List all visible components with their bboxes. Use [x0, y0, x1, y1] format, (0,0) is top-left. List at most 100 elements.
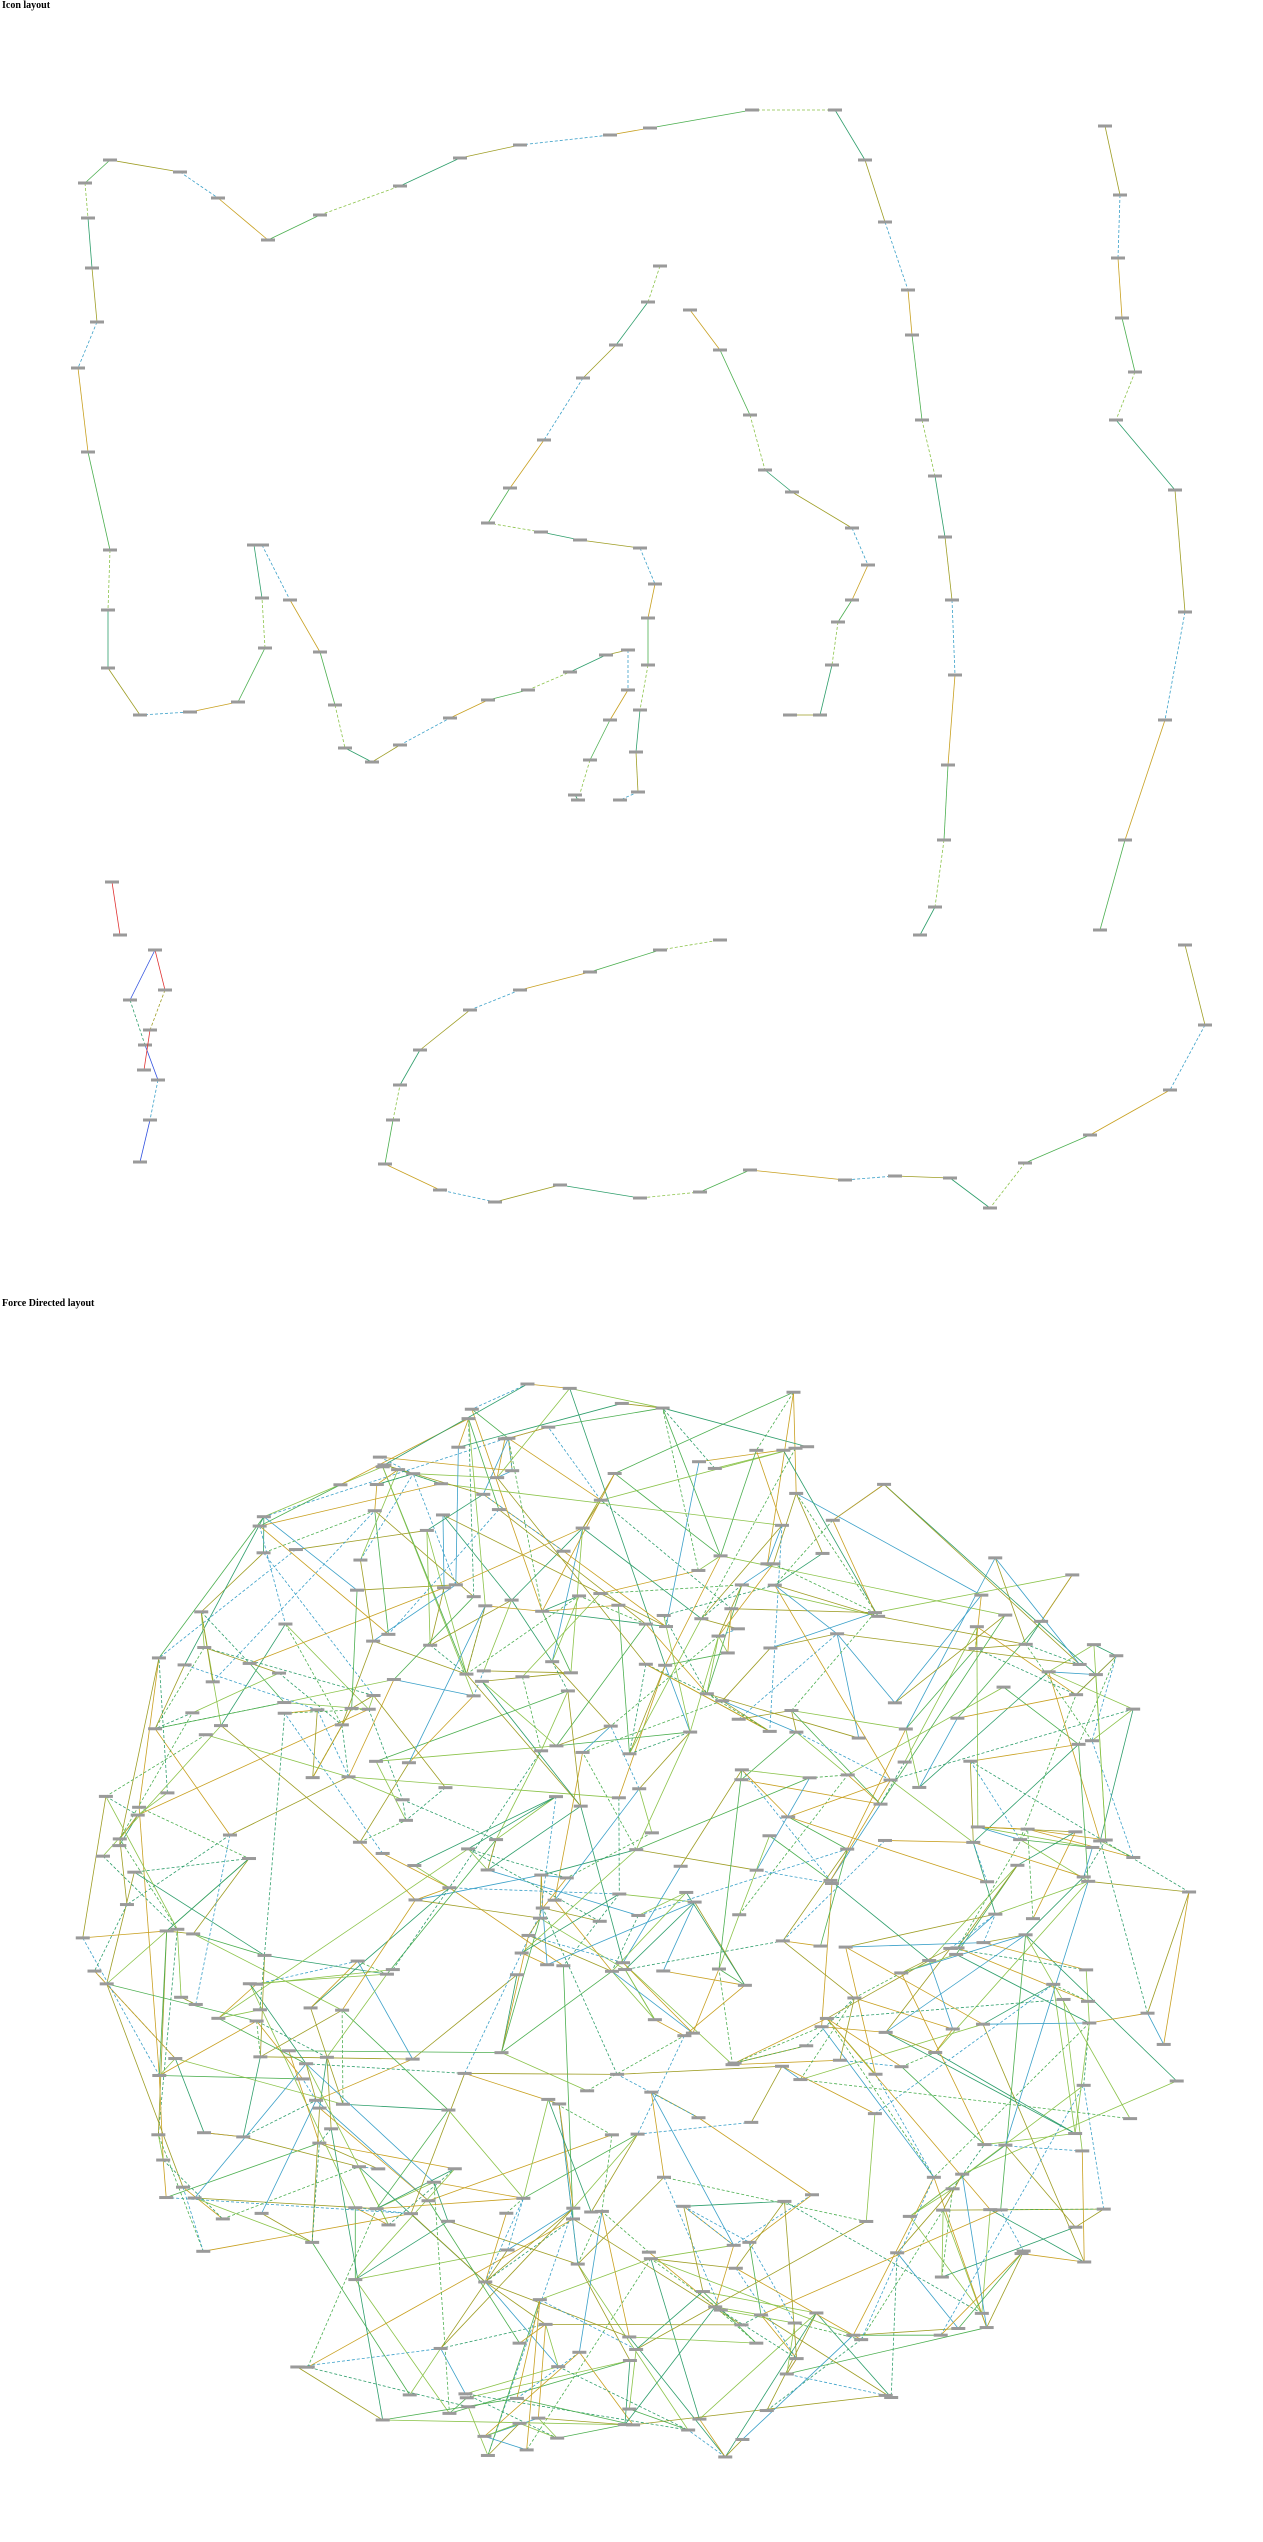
graph-edge	[166, 1858, 250, 1932]
graph-node	[1128, 370, 1142, 374]
graph-edge	[569, 1387, 663, 1409]
graph-node	[695, 2290, 710, 2294]
graph-node	[749, 1448, 764, 1452]
graph-edge	[989, 1162, 1026, 1209]
graph-edge	[143, 1029, 151, 1071]
graph-edge	[826, 2018, 935, 2178]
graph-edge	[106, 1872, 135, 1984]
graph-edge	[547, 2099, 592, 2213]
graph-edge	[983, 1934, 1026, 1943]
graph-node	[214, 1724, 229, 1728]
graph-node	[915, 418, 929, 422]
graph-node	[838, 1945, 853, 1949]
graph-node	[572, 2350, 587, 2354]
graph-node	[252, 2008, 267, 2012]
graph-node	[159, 2196, 174, 2200]
graph-edge	[805, 1997, 855, 2047]
graph-node	[133, 1160, 147, 1164]
graph-node	[933, 2333, 948, 2337]
graph-node	[592, 1919, 607, 1923]
graph-edge	[577, 2211, 603, 2265]
graph-edge	[539, 2299, 637, 2350]
graph-edge	[689, 1635, 719, 1733]
graph-edge	[284, 1713, 384, 1854]
graph-edge	[467, 1848, 567, 1879]
graph-node	[571, 798, 585, 802]
graph-edge	[896, 2188, 953, 2254]
graph-node	[395, 1798, 410, 1802]
graph-edge	[611, 1892, 687, 1972]
graph-edge	[384, 1163, 441, 1191]
graph-edge	[734, 2026, 822, 2064]
graph-node	[713, 938, 727, 942]
graph-edge	[556, 1623, 647, 1747]
graph-node	[437, 1586, 452, 1590]
graph-node	[937, 838, 951, 842]
graph-edge	[619, 1893, 695, 1903]
graph-node	[888, 1174, 902, 1178]
graph-edge	[157, 2134, 164, 2161]
graph-edge	[665, 1652, 728, 1666]
graph-edge	[718, 1914, 740, 1970]
graph-edge	[484, 2213, 507, 2283]
graph-edge	[582, 1725, 612, 1753]
graph-edge	[154, 1712, 193, 1730]
graph-edge	[253, 544, 263, 599]
graph-edge	[487, 2299, 541, 2456]
graph-edge	[471, 1383, 528, 1410]
graph-edge	[408, 1605, 486, 1763]
graph-edge	[111, 881, 121, 936]
graph-node	[1068, 1830, 1083, 1834]
graph-edge	[414, 1796, 557, 1866]
graph-edge	[556, 1731, 691, 1747]
graph-edge	[1089, 2012, 1148, 2024]
graph-edge	[832, 1484, 885, 1521]
graph-node	[905, 333, 919, 337]
graph-node	[758, 468, 772, 472]
graph-edge	[636, 1849, 757, 1871]
graph-node	[1010, 1863, 1025, 1867]
graph-node	[658, 1663, 673, 1667]
graph-node	[254, 2211, 269, 2215]
graph-node	[71, 366, 85, 370]
graph-edge	[341, 1899, 416, 2011]
graph-node	[1081, 1879, 1096, 1883]
graph-edge	[755, 1392, 794, 1451]
graph-node	[283, 598, 297, 602]
graph-node	[348, 2206, 363, 2210]
graph-node	[435, 1513, 450, 1517]
graph-edge	[519, 971, 591, 991]
graph-node	[1109, 418, 1123, 422]
graph-edge	[760, 2209, 1001, 2316]
graph-node	[242, 1982, 257, 1986]
graph-node	[461, 2405, 476, 2409]
graph-edge	[263, 1466, 383, 1518]
graph-edge	[466, 1673, 582, 1807]
graph-node	[877, 1838, 892, 1842]
graph-edge	[358, 2166, 389, 2226]
graph-node	[653, 948, 667, 952]
graph-node	[1163, 1088, 1177, 1092]
graph-edge	[969, 1761, 974, 1843]
graph-edge	[379, 1456, 513, 1472]
icon-layout-graph	[71, 108, 1212, 1210]
graph-edge	[278, 1672, 343, 1726]
graph-edge	[702, 2291, 757, 2344]
graph-node	[928, 2050, 943, 2054]
graph-edge	[665, 1461, 700, 1627]
graph-edge	[784, 2201, 983, 2314]
graph-edge	[909, 2085, 1084, 2217]
graph-edge	[184, 1516, 265, 1666]
graph-node	[945, 2027, 960, 2031]
graph-node	[728, 2266, 743, 2270]
graph-node	[513, 988, 527, 992]
graph-node	[386, 1678, 401, 1682]
graph-node	[840, 1773, 855, 1777]
graph-edge	[523, 2133, 638, 2199]
graph-node	[402, 2393, 417, 2397]
graph-edge	[288, 2050, 320, 2144]
graph-edge	[1052, 1984, 1076, 2134]
graph-node	[1098, 1838, 1113, 1842]
graph-node	[685, 2031, 700, 2035]
graph-node	[183, 710, 197, 714]
